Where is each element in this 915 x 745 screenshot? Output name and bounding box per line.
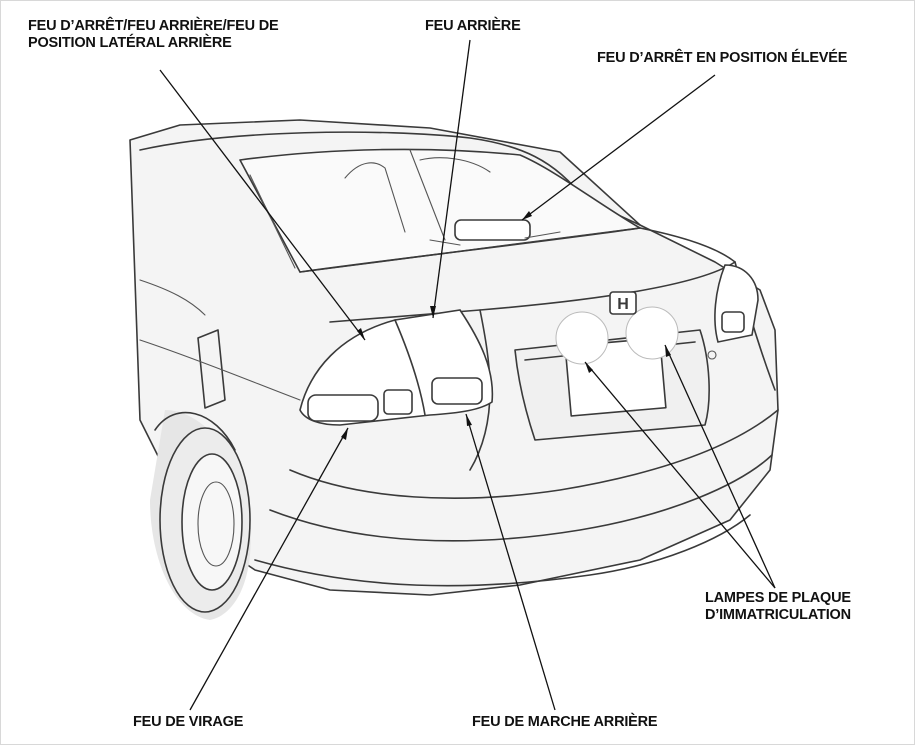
label-stop-tail-line-1: FEU D’ARRÊT/FEU ARRIÈRE/FEU DE — [28, 18, 278, 35]
label-license-line-1: LAMPES DE PLAQUE — [705, 590, 851, 607]
label-stop-tail-line-2: POSITION LATÉRAL ARRIÈRE — [28, 35, 278, 52]
label-high-mount-stop: FEU D’ARRÊT EN POSITION ÉLEVÉE — [597, 50, 847, 67]
high-mount-stop-lamp — [455, 220, 530, 240]
brand-emblem-letter: H — [617, 296, 629, 313]
label-license-line-2: D’IMMATRICULATION — [705, 607, 851, 624]
label-stop-tail-side-marker: FEU D’ARRÊT/FEU ARRIÈRE/FEU DE POSITION … — [28, 18, 278, 52]
label-backup-light: FEU DE MARCHE ARRIÈRE — [472, 714, 657, 731]
turn-signal-lamp — [308, 395, 378, 421]
backup-lamp — [432, 378, 482, 404]
label-tail-light: FEU ARRIÈRE — [425, 18, 521, 35]
license-lamp-right — [626, 307, 678, 359]
label-license-plate-lamps: LAMPES DE PLAQUE D’IMMATRICULATION — [705, 590, 851, 624]
license-lamp-left — [556, 312, 608, 364]
label-turn-signal: FEU DE VIRAGE — [133, 714, 243, 731]
